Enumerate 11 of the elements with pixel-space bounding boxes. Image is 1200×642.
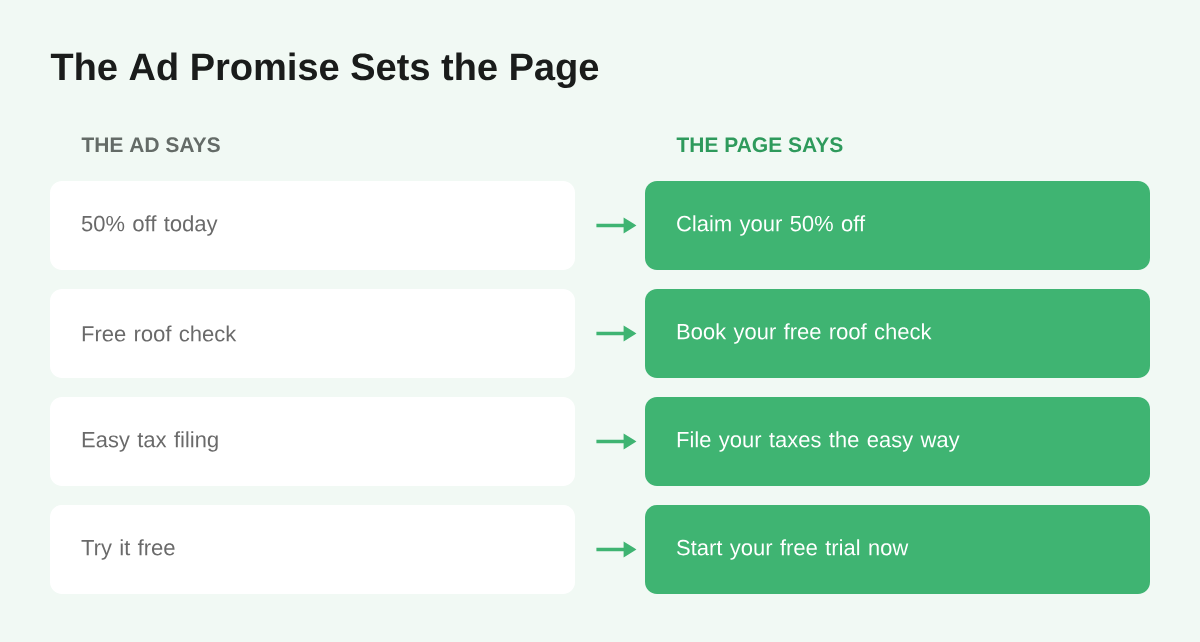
column-heading: THE AD SAYS bbox=[81, 137, 220, 153]
highlight-box: Claim your 50% off bbox=[645, 181, 1150, 270]
text-box: Free roof check bbox=[50, 289, 575, 378]
highlight-box: Book your free roof check bbox=[645, 289, 1150, 378]
text-box: Try it free bbox=[50, 505, 575, 594]
highlight-box: File your taxes the easy way bbox=[645, 397, 1150, 486]
text-box: Easy tax filing bbox=[50, 397, 575, 486]
column-heading: THE PAGE SAYS bbox=[676, 137, 843, 153]
title: The Ad Promise Sets the Page bbox=[50, 52, 599, 89]
highlight-box: Start your free trial now bbox=[645, 505, 1150, 594]
text-box: 50% off today bbox=[50, 181, 575, 270]
